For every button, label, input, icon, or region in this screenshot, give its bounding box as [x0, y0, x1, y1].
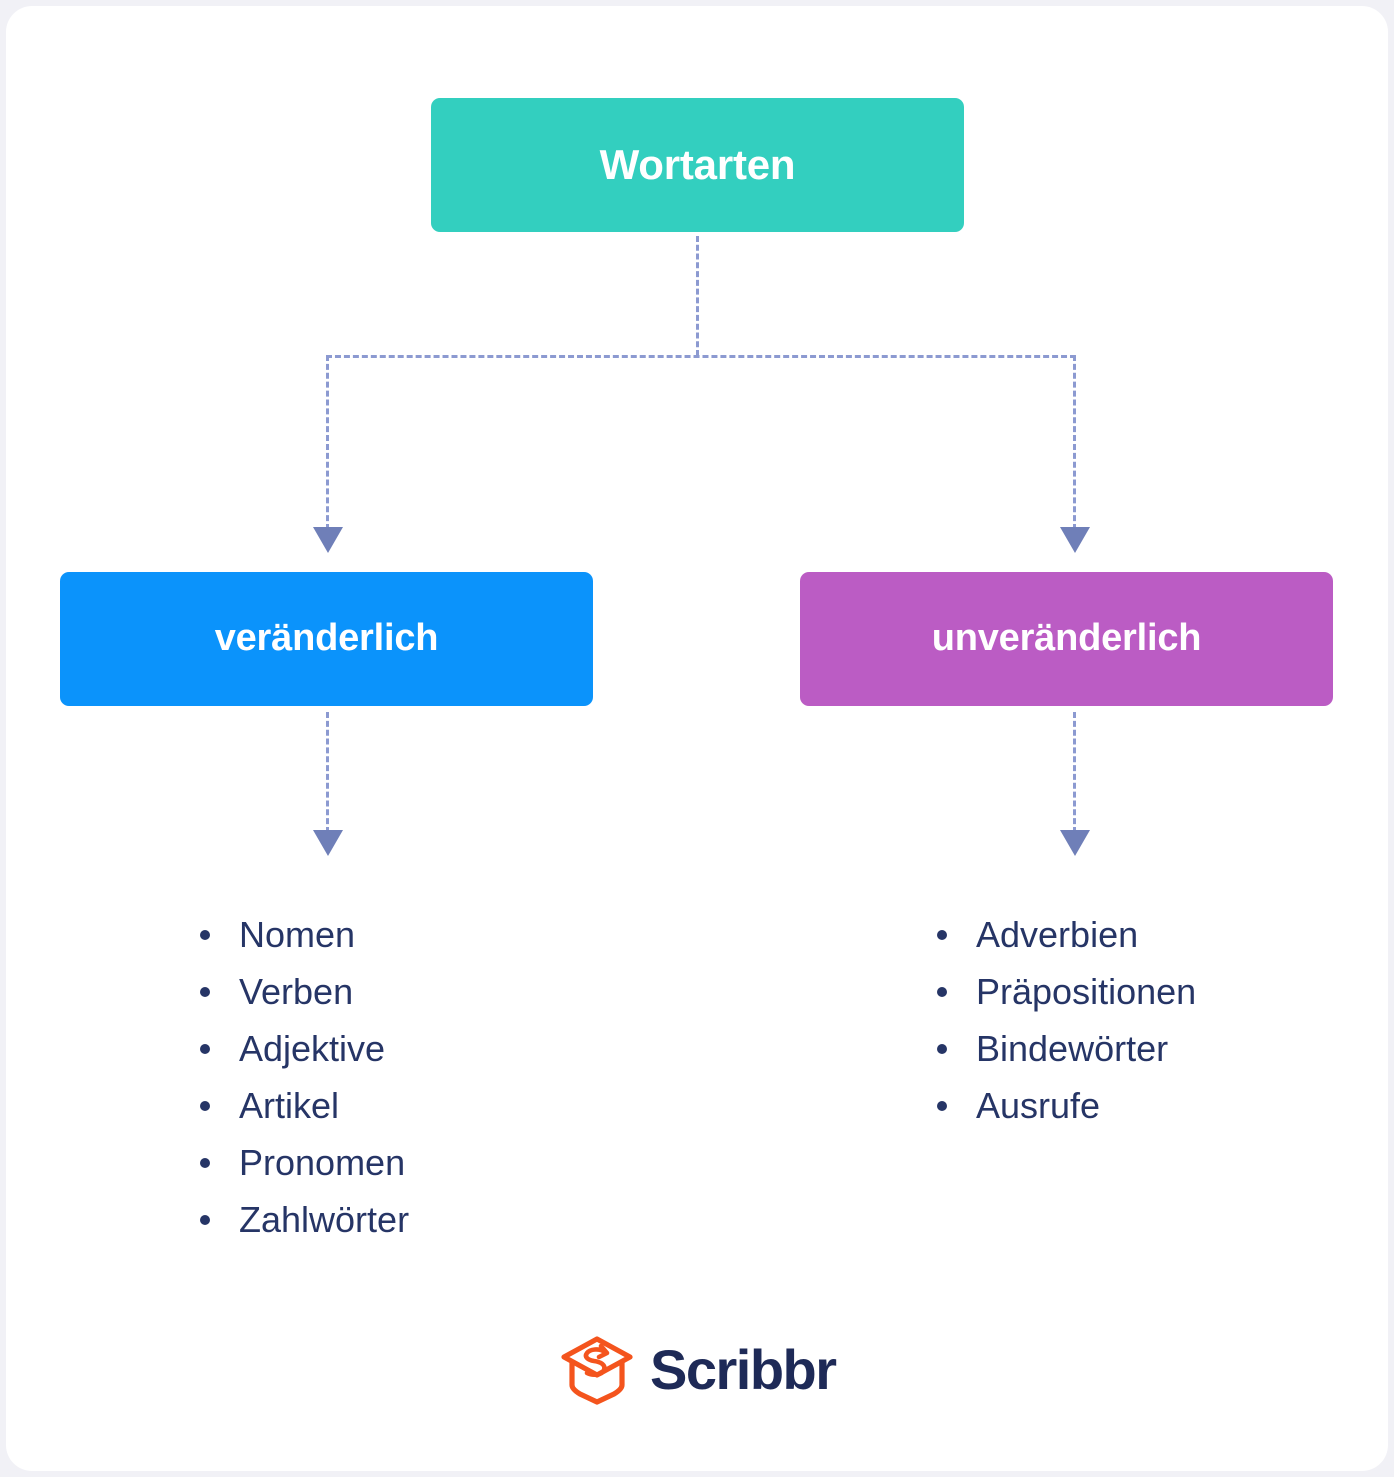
connector-root-trunk [696, 236, 699, 356]
list-item: Adjektive [196, 1020, 409, 1077]
bullet-icon [937, 930, 947, 940]
graduation-cap-icon [561, 1336, 633, 1405]
list-veraenderlich: Nomen Verben Adjektive Artikel Pronomen … [196, 906, 409, 1248]
list-item-label: Pronomen [239, 1142, 406, 1183]
connector-drop-right-list [1073, 712, 1076, 833]
list-item: Artikel [196, 1077, 409, 1134]
node-veraenderlich-label: veränderlich [214, 617, 439, 660]
list-item-label: Adverbien [976, 914, 1139, 955]
bullet-icon [937, 987, 947, 997]
connector-drop-left-list [326, 712, 329, 833]
list-item-label: Nomen [239, 914, 356, 955]
bullet-icon [200, 1158, 210, 1168]
bullet-icon [200, 987, 210, 997]
connector-horizontal-bus [326, 355, 1076, 358]
connector-drop-left [326, 355, 329, 530]
scribbr-wordmark: Scribbr [650, 1338, 837, 1401]
list-item: Zahlwörter [196, 1191, 409, 1248]
list-item-label: Bindewörter [976, 1028, 1169, 1069]
bullet-icon [200, 930, 210, 940]
arrowhead-left [313, 527, 343, 553]
bullet-icon [200, 1044, 210, 1054]
list-item-label: Verben [239, 971, 354, 1012]
connector-drop-right [1073, 355, 1076, 530]
bullet-icon [937, 1101, 947, 1111]
node-wortarten-label: Wortarten [599, 140, 796, 188]
diagram-card: Wortarten veränderlich unveränderlich No… [6, 6, 1388, 1471]
list-item: Nomen [196, 906, 409, 963]
list-item: Adverbien [933, 906, 1196, 963]
list-item-label: Zahlwörter [239, 1199, 410, 1240]
bullet-icon [937, 1044, 947, 1054]
list-item-label: Ausrufe [976, 1085, 1101, 1126]
arrowhead-right-list [1060, 830, 1090, 856]
list-item: Präpositionen [933, 963, 1196, 1020]
arrowhead-left-list [313, 830, 343, 856]
scribbr-logo: Scribbr [558, 1328, 848, 1412]
list-item: Verben [196, 963, 409, 1020]
list-item-label: Präpositionen [976, 971, 1197, 1012]
node-unveraenderlich[interactable]: unveränderlich [800, 572, 1333, 706]
list-item: Bindewörter [933, 1020, 1196, 1077]
node-unveraenderlich-label: unveränderlich [931, 617, 1202, 660]
bullet-icon [200, 1215, 210, 1225]
node-wortarten[interactable]: Wortarten [431, 98, 964, 232]
list-item-label: Adjektive [239, 1028, 386, 1069]
list-unveraenderlich: Adverbien Präpositionen Bindewörter Ausr… [933, 906, 1196, 1134]
list-item-label: Artikel [239, 1085, 340, 1126]
bullet-icon [200, 1101, 210, 1111]
arrowhead-right [1060, 527, 1090, 553]
node-veraenderlich[interactable]: veränderlich [60, 572, 593, 706]
list-item: Pronomen [196, 1134, 409, 1191]
list-item: Ausrufe [933, 1077, 1196, 1134]
